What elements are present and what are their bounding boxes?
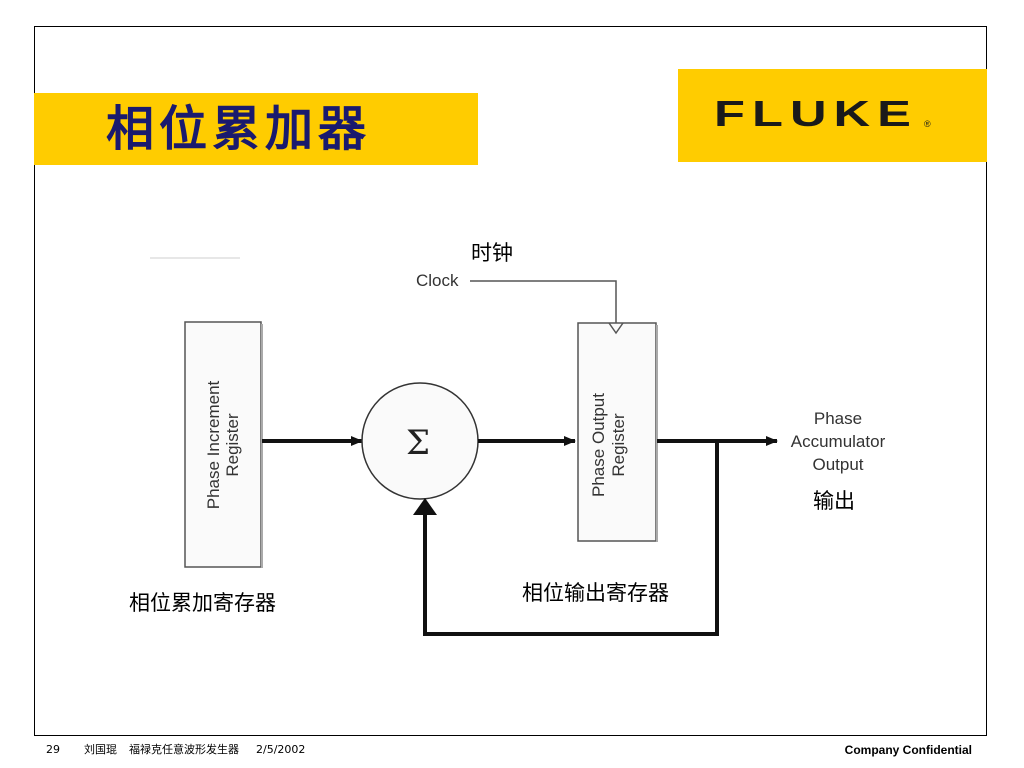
fluke-logo-graphic: FLUKE ®	[714, 93, 931, 134]
clock-edge-marker	[608, 322, 624, 335]
output-cn-label: 输出	[813, 489, 855, 513]
feedback-arrowhead	[413, 498, 437, 515]
registered-mark: ®	[924, 119, 931, 129]
increment-register-label-line1: Phase Increment	[204, 380, 223, 509]
clock-line	[470, 280, 617, 323]
slide-title: 相位累加器	[106, 101, 372, 157]
title-bar: 相位累加器	[34, 93, 478, 165]
increment-register-label-line2: Register	[223, 413, 242, 477]
output-register-cn-label: 相位输出寄存器	[522, 581, 669, 605]
footer-author: 刘国琨	[84, 743, 117, 756]
fluke-logo-text: FLUKE	[714, 93, 918, 134]
output-register-label-line1: Phase Output	[589, 393, 608, 497]
increment-register-cn-label: 相位累加寄存器	[129, 591, 276, 615]
output-register-label-line2: Register	[609, 413, 628, 477]
footer-page-number: 29	[46, 743, 60, 756]
output-label-line1: Phase	[814, 409, 862, 428]
clock-cn-label: 时钟	[471, 241, 513, 265]
output-label-line3: Output	[812, 455, 863, 474]
output-label-line2: Accumulator	[791, 432, 886, 451]
sigma-symbol: Σ	[406, 423, 430, 463]
slide-frame	[34, 26, 987, 736]
footer-confidential: Company Confidential	[844, 743, 972, 757]
footer-date: 2/5/2002	[256, 743, 306, 756]
fluke-logo: FLUKE ®	[678, 69, 987, 162]
footer-subject: 福禄克任意波形发生器	[129, 743, 239, 756]
clock-label: Clock	[416, 271, 459, 290]
phase-output-register-box	[577, 322, 657, 542]
feedback-line	[423, 441, 719, 636]
